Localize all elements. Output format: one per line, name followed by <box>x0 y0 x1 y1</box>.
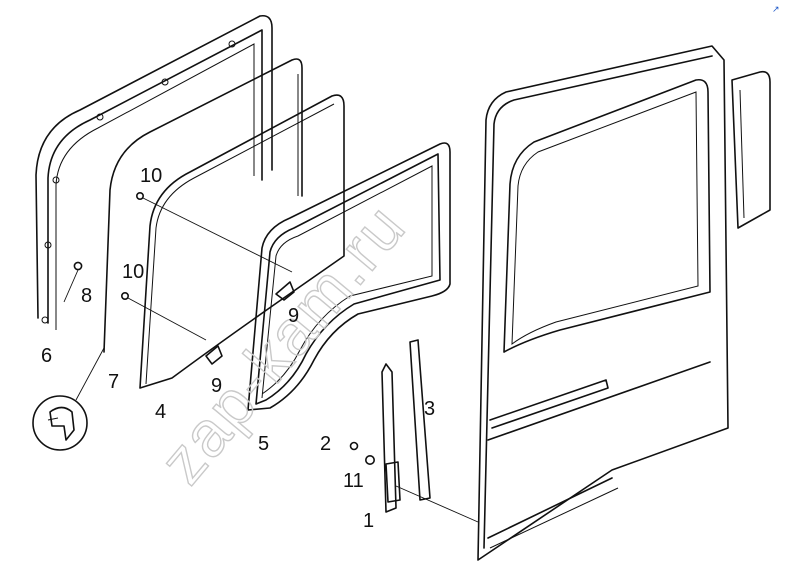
label-part-5: 5 <box>258 433 269 455</box>
part-9-clips <box>205 281 295 365</box>
part-10-screws <box>121 192 293 341</box>
label-part-9-lower: 9 <box>211 375 222 397</box>
part-1-regulator-rail <box>381 363 479 523</box>
label-part-4: 4 <box>155 401 166 423</box>
label-part-8: 8 <box>81 285 92 307</box>
door-panel <box>477 45 729 561</box>
seal-profile-detail <box>32 347 105 451</box>
part-7-seal-strip <box>103 58 303 353</box>
label-part-10-upper: 10 <box>140 165 162 187</box>
label-part-7: 7 <box>108 371 119 393</box>
part-8-fastener <box>63 261 83 303</box>
door-trim-strip <box>731 70 771 229</box>
part-4-fixed-glass <box>139 94 345 389</box>
label-part-6: 6 <box>41 345 52 367</box>
label-part-10-lower: 10 <box>122 261 144 283</box>
label-part-2: 2 <box>320 433 331 455</box>
part-2-bolt <box>349 441 359 451</box>
part-11-washer <box>364 454 375 465</box>
label-part-1: 1 <box>363 510 374 532</box>
part-3-run-channel <box>409 339 431 501</box>
part-6-guide-channel <box>35 14 273 330</box>
part-5-window-frame <box>247 142 451 411</box>
watermark-text: zap-kam.ru <box>146 190 420 497</box>
label-part-9-upper: 9 <box>288 305 299 327</box>
label-part-11: 11 <box>343 470 364 492</box>
corner-mark: ↗ <box>772 4 780 14</box>
label-part-3: 3 <box>424 398 435 420</box>
